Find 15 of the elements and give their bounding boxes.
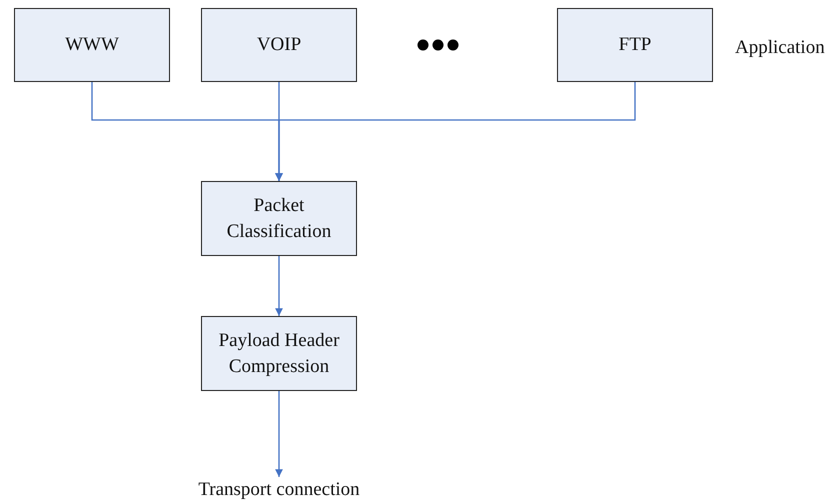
box-label: Payload Header Compression [218, 328, 340, 378]
arrow [275, 82, 636, 181]
layer-label: Application [735, 37, 825, 59]
box-label: Packet Classification [226, 194, 332, 244]
arrow [275, 256, 283, 316]
box-label: WWW [65, 33, 119, 58]
process-box [557, 8, 713, 82]
box-label: VOIP [256, 33, 302, 58]
process-box [201, 181, 357, 256]
process-box [14, 8, 170, 82]
box-label: FTP [618, 33, 652, 58]
process-box [201, 316, 357, 391]
process-box [201, 8, 357, 82]
arrow [275, 391, 283, 477]
endpoint-label: Transport connection [198, 478, 360, 502]
